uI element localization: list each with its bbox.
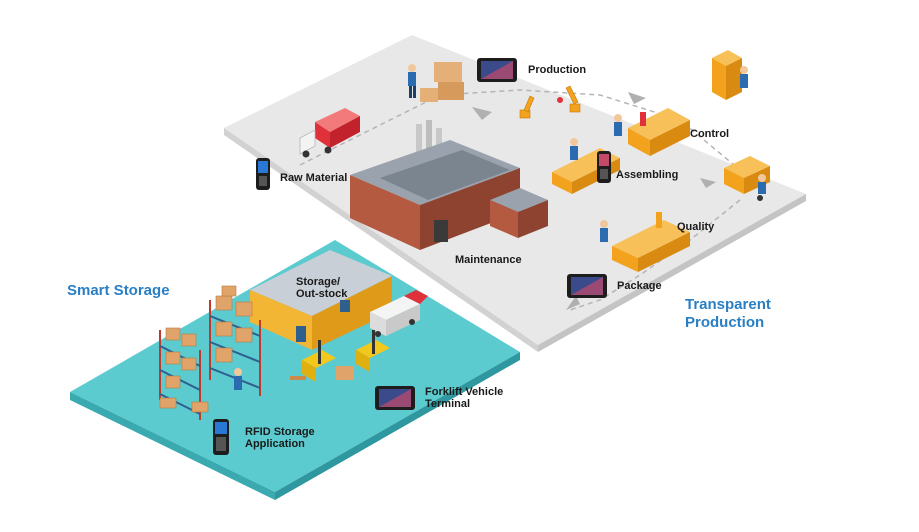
flow-arrows	[472, 92, 716, 310]
rfid-line-2: Application	[245, 438, 305, 450]
handheld-scanner-icon	[597, 151, 611, 183]
station-rfid: RFID Storage Application	[245, 426, 315, 450]
tablet-icon	[477, 58, 517, 82]
forklift-line-1: Forklift Vehicle	[425, 386, 504, 398]
storage-racks	[159, 285, 261, 420]
station-maintenance: Maintenance	[455, 254, 522, 266]
title-line-2: Production	[685, 314, 765, 331]
storage-line-2: Out-stock	[296, 288, 348, 300]
production-worker-boxes	[408, 62, 464, 102]
forklifts	[290, 330, 390, 382]
raw-material-truck	[299, 108, 360, 158]
storage-truck	[370, 290, 428, 337]
robot-arms	[519, 85, 581, 119]
storage-building	[250, 250, 392, 350]
station-forklift-terminal: Forklift Vehicle Terminal	[425, 386, 503, 410]
station-assembling: Assembling	[616, 169, 679, 181]
control-machine	[614, 108, 690, 156]
station-storage: Storage/ Out-stock	[296, 276, 347, 300]
storage-line-1: Storage/	[296, 276, 341, 288]
rfid-handheld-icon	[213, 419, 229, 455]
handheld-scanner-icon	[256, 158, 270, 190]
quality-station	[724, 156, 770, 201]
pallets	[159, 397, 209, 413]
transparent-production-title: Transparent Production	[685, 296, 771, 332]
rfid-line-1: RFID Storage	[245, 426, 315, 438]
station-raw-material: Raw Material	[280, 172, 348, 184]
station-quality: Quality	[677, 221, 715, 233]
package-line	[600, 212, 690, 272]
station-package: Package	[617, 280, 662, 292]
factory-building	[350, 120, 548, 250]
tablet-icon	[567, 274, 607, 298]
tablet-icon	[375, 386, 415, 410]
station-production: Production	[528, 64, 587, 76]
station-control: Control	[690, 128, 730, 140]
forklift-line-2: Terminal	[425, 398, 471, 410]
title-line-1: Transparent	[685, 296, 771, 313]
control-cabinet	[712, 50, 748, 100]
smart-storage-title: Smart Storage	[67, 282, 170, 299]
